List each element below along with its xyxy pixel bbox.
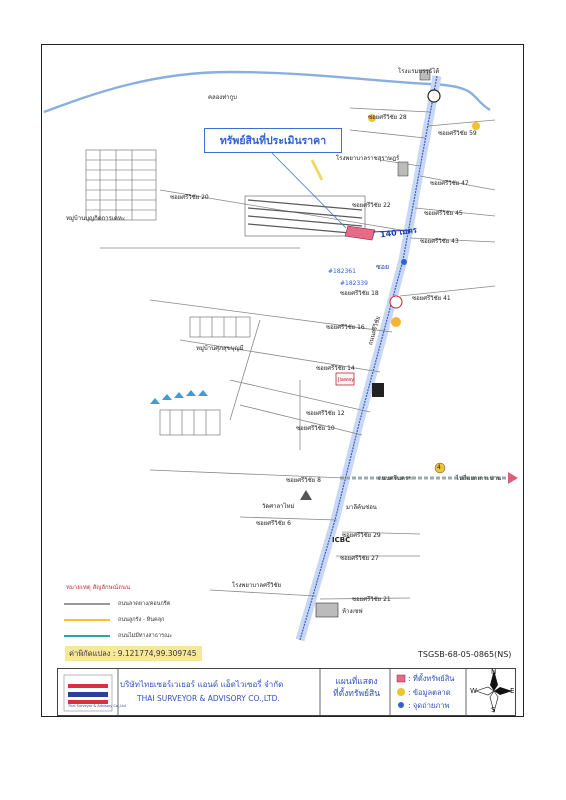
hospital-bottom-label: โรงพยาบาลศรีวิชัย: [232, 582, 282, 589]
key-market-label: : ข้อมูลตลาด: [408, 688, 451, 697]
houses-cluster: [150, 390, 208, 404]
market-icon-a: [434, 462, 446, 474]
market-label: มาลีค้นช่อน: [346, 504, 377, 511]
soi-8-label: ซอยศรีวิชัย 8: [286, 477, 321, 484]
distance-arrow: [372, 229, 411, 233]
title-block: [57, 668, 516, 716]
village-blocks-mid: [159, 316, 251, 436]
key-photo-icon: [398, 702, 404, 708]
hospital-icon: [397, 161, 409, 177]
village-blocks-top: [85, 149, 157, 221]
hotel-label: โรงแรมบรรุธ์ไต้: [398, 68, 440, 75]
legend-paved: ถนนลาดยาง/คอนกรีต: [118, 601, 171, 607]
legend-title: หมายเหตุ สัญลักษณ์ถนน: [66, 584, 131, 591]
compass-rose: [475, 670, 512, 714]
coordinates-label: ค่าพิกัดแปลง : 9.121774,99.309745: [65, 646, 202, 661]
bank-label: ICBC: [332, 536, 351, 544]
photo-point: [401, 259, 407, 265]
map-title: แผนที่แสดง ที่ตั้งทรัพย์สิน: [333, 676, 380, 700]
market-icon-c: [472, 122, 480, 130]
soi-29-label: ซอยศรีวิชัย 29: [342, 532, 381, 539]
road-east-label: ถนนศรีนครฯ: [378, 475, 412, 482]
map-frame: [41, 44, 524, 717]
temple-label: วัดศาลาไหม่: [262, 503, 295, 510]
key-photo-label: : จุดถ่ายภาพ: [408, 701, 450, 710]
soi-47-label: ซอยศรีวิชัย 47: [430, 180, 469, 187]
soi-12-label: ซอยศรีวิชัย 12: [306, 410, 345, 417]
canal: [43, 70, 491, 114]
map-title-line1: แผนที่แสดง: [335, 677, 378, 687]
market-icon-b: [368, 114, 376, 122]
mall-label: ห้างเซฟ: [342, 608, 363, 615]
compass-s: S: [491, 706, 496, 714]
village-mid-label: หมู่บ้านศุภสุขบุญมี: [196, 345, 244, 352]
arrow-east: [508, 472, 518, 484]
ptt-icon: [391, 317, 401, 327]
toyota-icon: [389, 295, 403, 309]
hospital-top-label: โรงพยาบาลราชสุราษฎร์: [336, 155, 400, 162]
soi-22-label: ซอยศรีวิชัย 22: [352, 202, 391, 209]
compass-e: E: [510, 687, 515, 695]
soi-28-label: ซอยศรีวิชัย 28: [368, 114, 407, 121]
temple-icon: [300, 490, 312, 500]
village-top-label: หมู่บ้านบุญกิตการเคหะ: [66, 215, 126, 222]
company-name-th: บริษัทไทยเซอร์เวเยอร์ แอนด์ แอ็ดไวเซอรี่…: [120, 680, 284, 689]
soi-21-label: ซอยศรีวิชัย 21: [352, 596, 391, 603]
compass-n: N: [491, 668, 497, 676]
soi-59-label: ซอยศรีวิชัย 59: [438, 130, 477, 137]
map-title-line2: ที่ตั้งทรัพย์สิน: [333, 689, 381, 699]
side-roads: [100, 107, 496, 600]
soi-45-label: ซอยศรีวิชัย 45: [424, 210, 463, 217]
highlight-soi: [310, 159, 324, 181]
jiaway-icon: [335, 372, 355, 386]
hotel-icon: [419, 69, 431, 81]
mall-icon: [315, 602, 339, 618]
asset-block: [244, 195, 376, 241]
route-marker-label: 4: [437, 464, 441, 471]
legend-gravel: ถนนลูกรัง - หินคลุก: [118, 617, 165, 623]
compass-w: W: [470, 687, 477, 695]
key-asset-icon: [396, 674, 406, 683]
canal-label: คลองท่ากูบ: [208, 94, 237, 101]
sign-label: ซอย: [376, 263, 390, 271]
soi-41-label: ซอยศรีวิชัย 41: [412, 295, 451, 302]
key-market-icon: [397, 688, 405, 696]
main-road-edge: [299, 75, 438, 641]
soi-6-label: ซอยศรีวิชัย 6: [256, 520, 291, 527]
soi-16-label: ซอยศรีวิชัย 16: [326, 324, 365, 331]
top-junction: [427, 89, 441, 103]
company-logo: [63, 674, 113, 712]
lot-1-label: #182361: [328, 268, 356, 275]
soi-43-label: ซอยศรีวิชัย 43: [420, 238, 459, 245]
soi-27-label: ซอยศรีวิชัย 27: [340, 555, 379, 562]
reference-code: TSGSB-68-05-0865(NS): [418, 650, 512, 659]
lot-2-label: #182339: [340, 280, 368, 287]
shop-label: Jiaway: [338, 377, 355, 383]
callout-line: [271, 152, 347, 229]
soi-18-label: ซอยศรีวิชัย 18: [340, 290, 379, 297]
logo-caption: Thai Surveyor & Advisory Co.,Ltd: [68, 704, 126, 708]
asset-callout-label: ทรัพย์สินที่ประเมินราคา: [204, 128, 342, 153]
shop-icon: [372, 383, 384, 397]
soi-14-label: ซอยศรีวิชัย 14: [316, 365, 355, 372]
legend-private: ถนนไม่มีทางสาธารณะ: [118, 633, 173, 639]
key-asset-label: : ที่ตั้งทรัพย์สิน: [408, 674, 455, 683]
direction-label: ไปสี่แยกเกาะปาน: [456, 475, 502, 482]
company-name-en: THAI SURVEYOR & ADVISORY CO.,LTD.: [137, 694, 280, 703]
soi-20-label: ซอยศรีวิชัย 20: [170, 194, 209, 201]
soi-10-label: ซอยศรีวิชัย 10: [296, 425, 335, 432]
